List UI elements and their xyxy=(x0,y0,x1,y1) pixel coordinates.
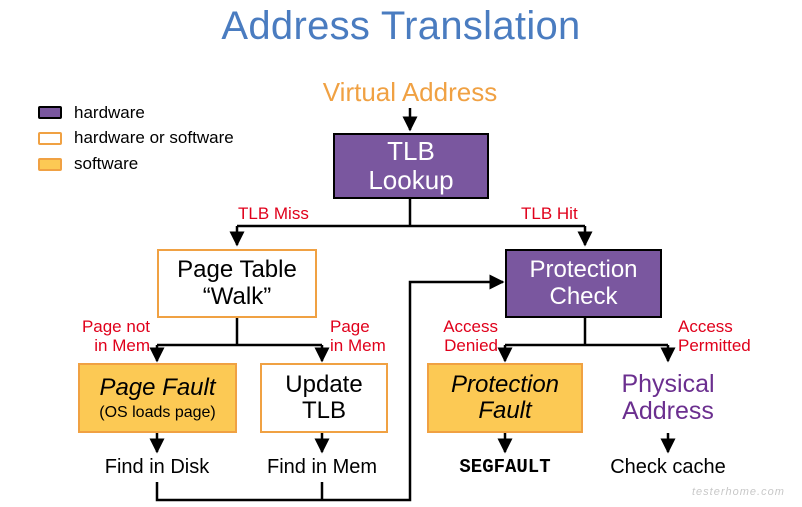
tlb-miss-label: TLB Miss xyxy=(238,204,309,223)
find-in-disk-outcome: Find in Disk xyxy=(104,456,210,478)
legend-swatch-hardware xyxy=(38,106,62,119)
physical-address-node: Physical Address xyxy=(598,363,738,433)
node-line: Address xyxy=(622,397,714,425)
edge-label-line: Access xyxy=(443,317,498,336)
edge-label-line: Denied xyxy=(444,335,498,355)
protection-check-node: Protection Check xyxy=(505,249,662,318)
legend: hardware hardware or software software xyxy=(38,100,234,177)
legend-item-hardware-or-software: hardware or software xyxy=(38,125,234,151)
node-line: (OS loads page) xyxy=(99,403,216,421)
virtual-address-label: Virtual Address xyxy=(322,77,498,107)
check-cache-outcome: Check cache xyxy=(610,456,726,478)
node-line: Protection xyxy=(529,256,638,284)
node-line: Physical xyxy=(621,369,715,398)
node-line: Page Fault xyxy=(99,373,216,401)
edge-label-line: Page not xyxy=(81,317,150,336)
legend-item-hardware: hardware xyxy=(38,100,234,125)
edge-label-line: Page xyxy=(330,317,370,336)
legend-label: hardware or software xyxy=(74,128,234,147)
update-tlb-node: Update TLB xyxy=(260,363,388,433)
legend-swatch-software xyxy=(38,157,62,171)
page-table-walk-node: Page Table “Walk” xyxy=(157,249,317,318)
tlb-hit-label: TLB Hit xyxy=(521,204,578,223)
edge-retry-loop xyxy=(155,274,505,502)
segfault-outcome: SEGFAULT xyxy=(459,456,551,478)
legend-label: software xyxy=(74,154,139,173)
node-line: Protection xyxy=(450,370,560,398)
edge-label-line: in Mem xyxy=(94,335,150,355)
tlb-lookup-node: TLB Lookup xyxy=(333,133,489,199)
node-line: Page Table xyxy=(177,256,297,284)
node-line: Check xyxy=(549,282,618,310)
edge-label-line: in Mem xyxy=(330,335,386,355)
protection-fault-node: Protection Fault xyxy=(427,363,583,433)
page-fault-node: Page Fault (OS loads page) xyxy=(78,363,237,433)
node-line: “Walk” xyxy=(202,282,272,310)
legend-label: hardware xyxy=(74,102,145,122)
edge-label-line: Permitted xyxy=(678,335,751,355)
node-line: Fault xyxy=(478,397,532,424)
watermark: testerhome.com xyxy=(692,486,785,498)
page-in-mem-label: Page in Mem xyxy=(330,317,386,355)
node-line: TLB xyxy=(301,397,346,424)
legend-swatch-hardware-or-software xyxy=(38,131,62,145)
find-in-mem-outcome: Find in Mem xyxy=(266,456,378,478)
access-denied-label: Access Denied xyxy=(420,317,498,355)
legend-item-software: software xyxy=(38,151,234,177)
edge-label-line: Access xyxy=(678,317,733,336)
diagram-title: Address Translation xyxy=(221,4,581,48)
page-not-in-mem-label: Page not in Mem xyxy=(70,317,150,355)
node-line: Lookup xyxy=(368,165,454,195)
node-line: TLB xyxy=(387,136,435,167)
node-line: Update xyxy=(285,370,363,398)
access-permitted-label: Access Permitted xyxy=(678,317,751,355)
